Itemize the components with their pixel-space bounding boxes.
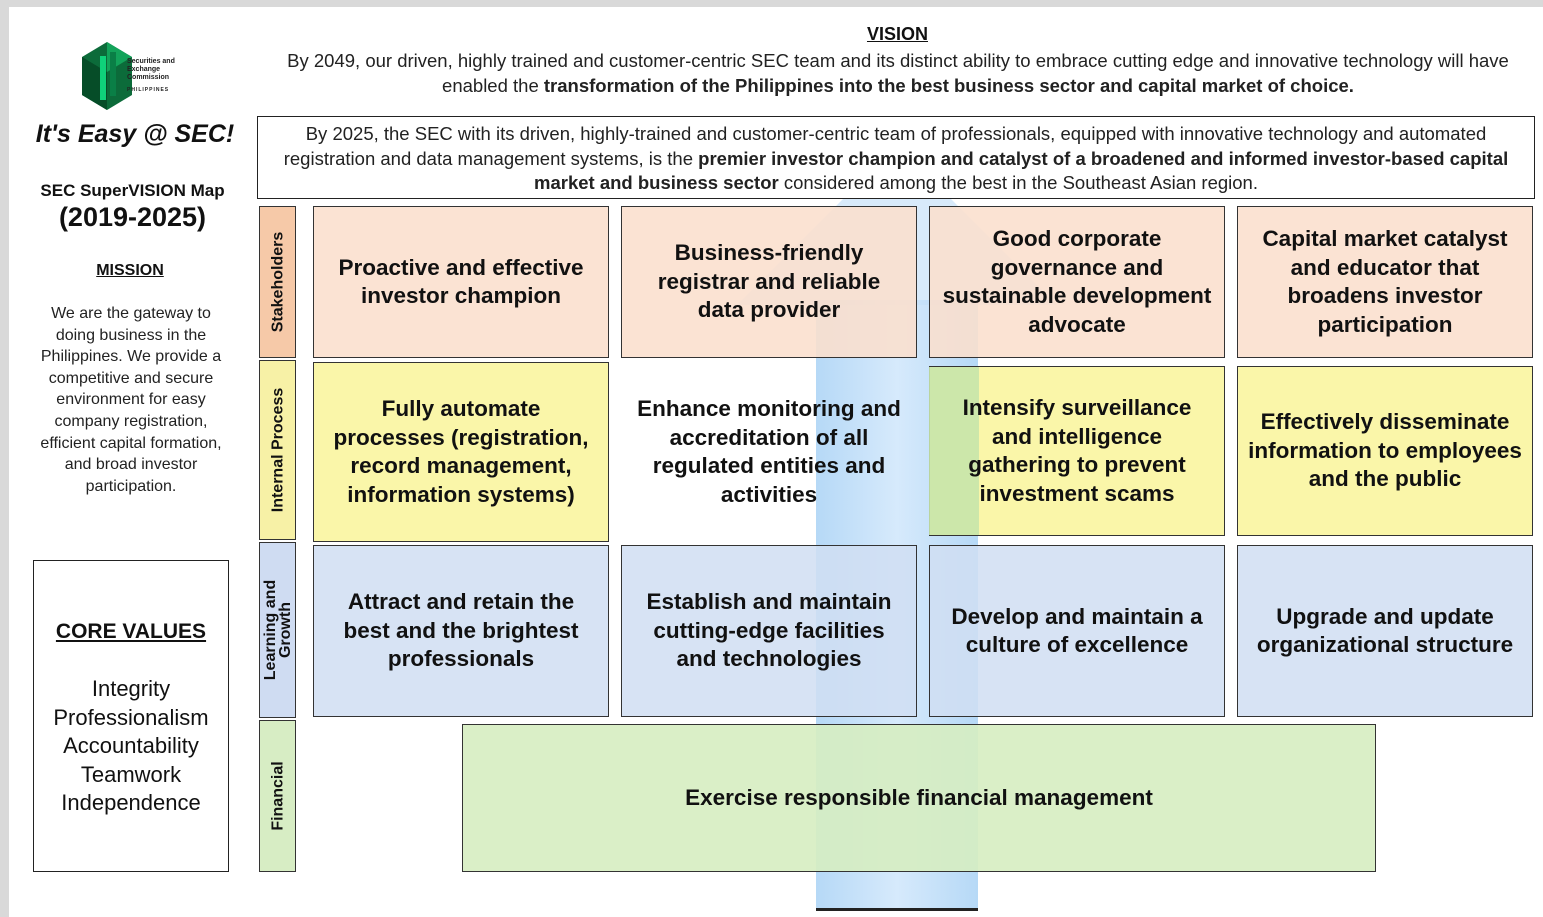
perspective-label-line: Learning and — [261, 579, 279, 681]
goal-text-bold: premier investor champion and catalyst o… — [534, 147, 1509, 194]
objective-text: Capital market catalyst and educator tha… — [1262, 226, 1508, 337]
objective-text: Enhance monitoring and accreditation of … — [637, 396, 901, 507]
objective-cell: Intensify surveillance and intelligence … — [929, 366, 1225, 536]
objective-cell: Fully automate processes (registration, … — [313, 362, 609, 542]
objective-text: Business-friendly registrar and reliable… — [657, 240, 881, 323]
objective-cell: Upgrade and update organizational struct… — [1237, 545, 1533, 717]
core-value-item: Accountability — [63, 733, 199, 759]
logo-name: Securities and Exchange Commission — [127, 58, 175, 81]
map-title: SEC SuperVISION Map — [40, 181, 225, 200]
objective-text: Proactive and effective investor champio… — [338, 254, 584, 309]
tagline: It's Easy @ SEC! — [35, 120, 235, 148]
objective-text: Establish and maintain cutting-edge faci… — [646, 589, 892, 672]
sec-logo — [82, 42, 192, 110]
perspective-financial: Financial — [259, 720, 296, 872]
goal-2025-box: By 2025, the SEC with its driven, highly… — [257, 116, 1535, 199]
objective-text: Fully automate processes (registration, … — [333, 396, 589, 507]
sec-logo-icon — [82, 42, 132, 110]
perspective-label-line: Growth — [276, 602, 294, 659]
core-values-box: CORE VALUES Integrity Professionalism Ac… — [33, 560, 229, 872]
objective-cell: Enhance monitoring and accreditation of … — [621, 362, 917, 542]
goal-text-plain-1: By 2025, the SEC with its driven, highly… — [283, 123, 1487, 169]
perspective-internal-process: Internal Process — [259, 360, 296, 540]
vision-text: By 2049, our driven, highly trained and … — [278, 48, 1518, 98]
objective-cell-financial: Exercise responsible financial managemen… — [462, 724, 1376, 872]
mission-heading: MISSION — [96, 262, 164, 279]
objective-cell: Develop and maintain a culture of excell… — [929, 545, 1225, 717]
core-values-heading: CORE VALUES — [55, 620, 207, 643]
objective-text: Upgrade and update organizational struct… — [1256, 603, 1514, 658]
objective-text: Develop and maintain a culture of excell… — [951, 603, 1203, 658]
core-value-item: Professionalism — [53, 704, 209, 730]
core-values-list: Integrity Professionalism Accountability… — [34, 675, 228, 818]
core-value-item: Integrity — [91, 676, 171, 701]
objective-cell: Business-friendly registrar and reliable… — [621, 206, 917, 358]
objective-cell: Establish and maintain cutting-edge faci… — [621, 545, 917, 717]
perspective-label: Stakeholders — [269, 231, 286, 333]
perspective-stakeholders: Stakeholders — [259, 206, 296, 358]
vision-text-bold: transformation of the Philippines into t… — [543, 75, 1354, 96]
objective-cell: Effectively disseminate information to e… — [1237, 366, 1533, 536]
core-value-item: Independence — [61, 790, 201, 816]
arrow-base-line — [816, 908, 978, 911]
accent-strip — [929, 367, 979, 535]
logo-sub: PHILIPPINES — [127, 87, 170, 93]
map-years: (2019-2025) — [58, 202, 207, 232]
vision-heading: VISION — [866, 24, 928, 44]
objective-text: Good corporate governance and sustainabl… — [942, 226, 1212, 337]
goal-text-plain-2: considered among the best in the Southea… — [778, 172, 1258, 193]
core-value-item: Teamwork — [80, 761, 182, 787]
vision-text-plain: By 2049, our driven, highly trained and … — [287, 50, 1509, 96]
perspective-label: Internal Process — [269, 387, 286, 513]
objective-text: Exercise responsible financial managemen… — [685, 784, 1153, 810]
objective-text: Attract and retain the best and the brig… — [343, 589, 579, 672]
objective-cell: Attract and retain the best and the brig… — [313, 545, 609, 717]
objective-cell: Good corporate governance and sustainabl… — [929, 206, 1225, 358]
perspective-label: Financial — [269, 761, 286, 831]
objective-text: Effectively disseminate information to e… — [1248, 409, 1522, 492]
mission-text: We are the gateway to doing business in … — [40, 305, 222, 495]
objective-cell: Capital market catalyst and educator tha… — [1237, 206, 1533, 358]
objective-text: Intensify surveillance and intelligence … — [962, 395, 1192, 506]
objective-cell: Proactive and effective investor champio… — [313, 206, 609, 358]
